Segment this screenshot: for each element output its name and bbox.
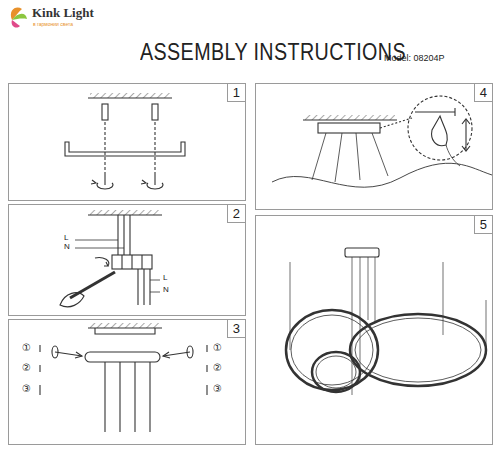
wire-label: N [64, 243, 70, 252]
model-number: Model: 08204P [384, 54, 445, 64]
panel-drawings [40, 93, 492, 432]
document-title: ASSEMBLY INSTRUCTIONS [140, 38, 406, 66]
step-number: 3 [227, 320, 245, 338]
step-panel: 5 [255, 215, 493, 445]
wire-label: L [163, 274, 167, 283]
callout-number: ① [213, 342, 222, 353]
wire-label: L [64, 234, 68, 243]
callout-number: ② [22, 362, 31, 373]
step-number: 4 [474, 84, 492, 102]
brand-name: Kink Light [32, 6, 94, 20]
step-panel: 3 [8, 319, 246, 445]
step-number: 5 [474, 216, 492, 234]
callout-number: ① [22, 342, 31, 353]
wire-label: N [163, 286, 169, 295]
callout-number: ② [213, 362, 222, 373]
step-panel: 4 [255, 83, 493, 210]
step-panel: 1 [8, 83, 246, 201]
logo-mark [11, 8, 27, 28]
step-number: 1 [227, 84, 245, 102]
step-number: 2 [227, 205, 245, 223]
callout-number: ③ [213, 383, 222, 394]
brand-tagline: в гармонии света [33, 22, 73, 28]
step-panel: 2 [8, 204, 246, 316]
callout-number: ③ [22, 383, 31, 394]
